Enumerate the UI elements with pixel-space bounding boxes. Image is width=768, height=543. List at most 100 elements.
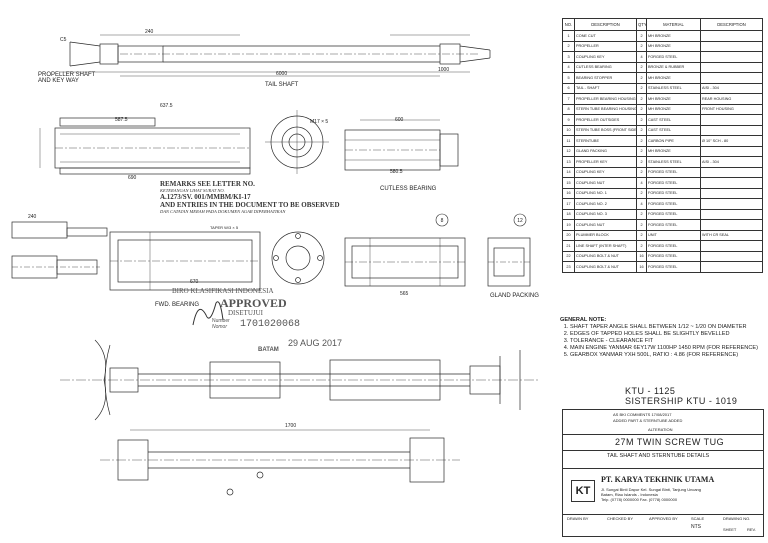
table-cell: 2 <box>636 114 647 126</box>
balloon-8: 8 <box>441 218 444 224</box>
balloon-12: 12 <box>517 218 523 224</box>
sheet-label: SHEET <box>723 527 737 532</box>
table-cell: COUPLING NUT <box>574 219 637 231</box>
table-header-row: NO. DESCRIPTION QTY MATERIAL DESCRIPTION <box>562 18 763 31</box>
table-cell: 2 <box>636 229 647 241</box>
table-cell: PLUMMER BLOCK <box>574 229 637 241</box>
table-cell: GLAND PACKING <box>574 145 637 157</box>
note-item: EDGES OF TAPPED HOLES SHALL BE SLIGHTLY … <box>570 331 765 338</box>
stern-tube-boss-view <box>344 237 466 287</box>
propeller-shaft-label: PROPELLER SHAFT AND KEY WAY <box>38 72 96 84</box>
table-cell: MH BRONZE <box>646 72 701 84</box>
title-block: AS BKI COMMENTS 17/08/2017 ADDED PART & … <box>562 409 764 537</box>
scale-value: NTS <box>691 524 701 530</box>
remarks-line2: AND ENTRIES IN THE DOCUMENT TO BE OBSERV… <box>160 201 340 209</box>
table-cell: FORGED STEEL <box>646 51 701 63</box>
stamp-approved: APPROVED <box>220 296 287 310</box>
class-remarks: REMARKS SEE LETTER NO. KETERANGAN LIHAT … <box>160 180 370 214</box>
remarks-title: REMARKS SEE LETTER NO. <box>160 180 255 188</box>
table-cell: 21 <box>562 240 575 252</box>
table-cell: 2 <box>636 166 647 178</box>
table-cell: FORGED STEEL <box>646 219 701 231</box>
dim-240-top: 240 <box>145 29 154 35</box>
table-cell: 2 <box>636 30 647 42</box>
dim-1700: 1700 <box>285 423 297 429</box>
notes-list: SHAFT TAPER ANGLE SHALL BETWEEN 1/12 ~ 1… <box>560 324 765 359</box>
table-cell: TAIL - SHAFT <box>574 82 637 94</box>
table-cell: CONE CUT <box>574 30 637 42</box>
table-cell <box>700 30 763 42</box>
table-cell <box>700 145 763 157</box>
table-cell: 2 <box>636 240 647 252</box>
table-cell: 2 <box>636 82 647 94</box>
note-item: TOLERANCE - CLEARANCE FIT <box>570 338 765 345</box>
table-cell <box>700 219 763 231</box>
table-cell: COUPLING KEY <box>574 51 637 63</box>
table-cell: 2 <box>636 72 647 84</box>
table-cell <box>700 51 763 63</box>
tail-shaft-section <box>39 117 251 175</box>
table-cell: CARBON PIPE <box>646 135 701 147</box>
table-cell: FORGED STEEL <box>646 198 701 210</box>
table-cell: CUTLESS BEARING <box>574 61 637 73</box>
table-cell: 23 <box>562 261 575 273</box>
table-cell: 20 <box>562 229 575 241</box>
table-cell: FRONT HOUSING <box>700 103 763 115</box>
remarks-title-id: KETERANGAN LIHAT SURAT NO. <box>160 188 225 193</box>
table-cell: PROPELLER BEARING HOUSING <box>574 93 637 105</box>
table-cell <box>700 240 763 252</box>
dim-670: 670 <box>190 279 199 285</box>
project-name: 27M TWIN SCREW TUG <box>615 437 725 447</box>
reference-hull-numbers: KTU - 1125 SISTERSHIP KTU - 1019 <box>625 386 737 406</box>
table-cell: FORGED STEEL <box>646 261 701 273</box>
assembly-view <box>60 339 540 421</box>
table-cell: 15 <box>562 177 575 189</box>
stamp-number: 1701020068 <box>240 319 301 330</box>
table-cell: COUPLING BOLT & NUT <box>574 250 637 262</box>
table-cell: 7 <box>562 93 575 105</box>
dim-637: 637.5 <box>160 103 173 109</box>
table-cell: 2 <box>636 103 647 115</box>
dim-690: 690 <box>128 175 137 181</box>
company-address-1: Jl. Sungai Binti Dapur Kel. Sungai Binti… <box>601 487 701 492</box>
rev-line-1: AS BKI COMMENTS 17/08/2017 <box>613 412 672 417</box>
dim-6000: 6000 <box>276 71 288 77</box>
tail-shaft-label: TAIL SHAFT <box>265 82 299 88</box>
drawing-title: TAIL SHAFT AND STERNTUBE DETAILS <box>607 453 710 459</box>
rev-line-2: ADDED PART & STERNTUBE ADDED <box>613 418 683 423</box>
drawing-no-label: DRAWING NO. <box>723 516 751 521</box>
table-cell: 5 <box>562 72 575 84</box>
table-cell: FORGED STEEL <box>646 177 701 189</box>
company-logo: KT <box>571 480 595 502</box>
table-cell: AISI - 304 <box>700 156 763 168</box>
scale-label: SCALE <box>691 516 705 521</box>
table-cell: MH BRONZE <box>646 40 701 52</box>
note-item: GEARBOX YANMAR YXH 500L, RATIO : 4.86 (F… <box>570 352 765 359</box>
table-cell: 14 <box>562 166 575 178</box>
stamp-approved-id: DISETUJUI <box>228 309 263 317</box>
parts-list-table: NO. DESCRIPTION QTY MATERIAL DESCRIPTION… <box>562 18 763 273</box>
rev-header: ALTERATION <box>648 427 673 432</box>
table-cell: 2 <box>636 40 647 52</box>
general-notes: GENERAL NOTE: SHAFT TAPER ANGLE SHALL BE… <box>560 317 765 359</box>
table-cell: FORGED STEEL <box>646 250 701 262</box>
table-cell: 16 <box>562 187 575 199</box>
col-remark: DESCRIPTION <box>700 18 763 31</box>
table-cell: COUPLING NO. 2 <box>574 198 637 210</box>
table-cell: STERN TUBE BEARING HOUSING <box>574 103 637 115</box>
fwd-bearing-label: FWD. BEARING <box>155 302 200 308</box>
table-cell: STAINLESS STEEL <box>646 156 701 168</box>
